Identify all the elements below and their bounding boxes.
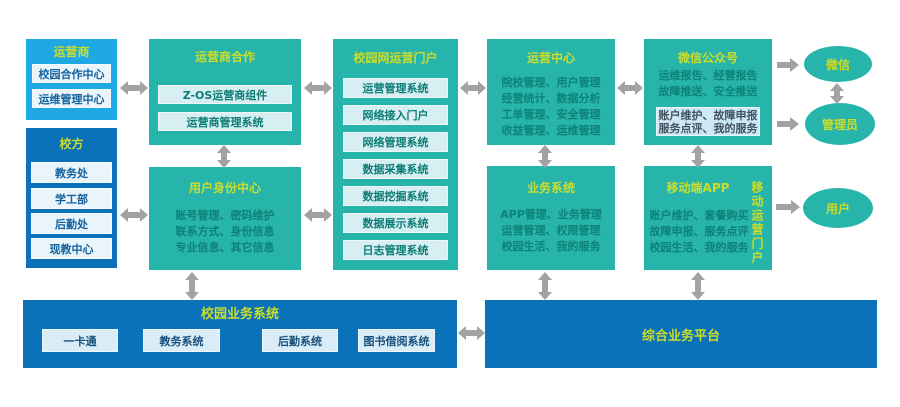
- node-op-center-lines: 院校管理、用户管理 经营统计、数据分析 工单管理、安全管理 收益管理、运维管理: [487, 75, 615, 139]
- node-campus-biz-title: 校园业务系统: [200, 307, 279, 322]
- node-campus-biz-item: 后勤系统: [262, 329, 338, 352]
- node-mobile-app-title: 移动端APP: [666, 181, 730, 195]
- double-arrow-icon: [538, 272, 552, 300]
- text-line: 校园生活、我的服务: [649, 241, 749, 254]
- node-op-center: 运营中心 院校管理、用户管理 经营统计、数据分析 工单管理、安全管理 收益管理、…: [487, 39, 615, 145]
- text-line: 专业信息、其它信息: [175, 241, 275, 254]
- node-school-item: 后勤处: [31, 213, 112, 234]
- node-user-identity: 用户身份中心 账号管理、密码维护 联系方式、身份信息 专业信息、其它信息: [149, 167, 301, 270]
- node-wechat-pub-lines: 运维报告、经营报告 故障推送、安全推送: [644, 68, 772, 100]
- double-arrow-icon: [458, 326, 485, 340]
- text-line: 院校管理、用户管理: [501, 76, 601, 89]
- node-portal-item: 日志管理系统: [343, 240, 448, 260]
- node-biz-system-lines: APP管理、业务管理 运营管理、权限管理 校园生活、我的服务: [487, 207, 615, 255]
- node-school-title: 校方: [59, 137, 84, 151]
- node-operator-title: 运营商: [53, 45, 90, 59]
- text-line: 故障申报、服务点评: [649, 225, 749, 238]
- node-school-item: 教务处: [31, 162, 112, 183]
- node-wechat-pub-title: 微信公众号: [677, 51, 738, 65]
- text-line: 账户维护、套餐购买: [649, 209, 749, 222]
- text-line: 工单管理、安全管理: [501, 108, 601, 121]
- text-line: 收益管理、运维管理: [501, 124, 601, 137]
- node-biz-system: 业务系统 APP管理、业务管理 运营管理、权限管理 校园生活、我的服务: [487, 166, 615, 270]
- node-portal-item: 数据展示系统: [343, 213, 448, 233]
- node-school-item: 学工部: [31, 188, 112, 209]
- node-campus-biz-item: 教务系统: [143, 329, 220, 352]
- node-school-item: 现教中心: [31, 238, 112, 259]
- node-operator-coop-title: 运营商合作: [194, 50, 255, 64]
- double-arrow-icon: [691, 272, 705, 300]
- node-user-identity-lines: 账号管理、密码维护 联系方式、身份信息 专业信息、其它信息: [149, 208, 301, 256]
- text-line: 账户维护、故障申报: [658, 109, 758, 122]
- node-school: 校方 教务处 学工部 后勤处 现教中心: [26, 128, 117, 268]
- double-arrow-icon: [185, 272, 199, 300]
- node-integrated-platform-title: 综合业务平台: [641, 328, 720, 344]
- node-portal-title: 校园网运营门户: [353, 51, 438, 65]
- node-user-identity-title: 用户身份中心: [188, 181, 261, 195]
- node-portal-item: 网络管理系统: [343, 132, 448, 152]
- double-arrow-icon: [460, 81, 486, 95]
- double-arrow-icon: [217, 145, 231, 168]
- double-arrow-icon: [691, 145, 705, 168]
- right-arrow-icon: [776, 200, 800, 214]
- node-operator: 运营商 校园合作中心 运维管理中心: [26, 39, 117, 120]
- actor-wechat-ellipse: 微信: [804, 46, 872, 82]
- double-arrow-icon: [304, 81, 332, 95]
- node-operator-coop-item: Z-OS运营商组件: [158, 85, 292, 104]
- text-line: 运维报告、经营报告: [658, 69, 758, 82]
- node-campus-biz-item: 图书借阅系统: [358, 329, 435, 352]
- node-mobile-app-lines: 账户维护、套餐购买 故障申报、服务点评 校园生活、我的服务: [644, 208, 754, 256]
- node-biz-system-title: 业务系统: [526, 181, 575, 195]
- right-arrow-icon: [777, 58, 799, 72]
- text-line: APP管理、业务管理: [500, 208, 602, 221]
- node-mobile-app-side-label: 移动运营门户: [750, 181, 764, 265]
- text-line: 校园生活、我的服务: [501, 240, 601, 253]
- node-op-center-title: 运营中心: [526, 51, 575, 65]
- double-arrow-icon: [830, 83, 844, 104]
- double-arrow-icon: [120, 208, 148, 222]
- double-arrow-icon: [538, 145, 552, 168]
- node-campus-biz-item: 一卡通: [42, 329, 118, 352]
- node-wechat-pub: 微信公众号 运维报告、经营报告 故障推送、安全推送 账户维护、故障申报 服务点评…: [644, 39, 772, 145]
- double-arrow-icon: [617, 81, 643, 95]
- text-line: 账号管理、密码维护: [175, 209, 275, 222]
- node-portal-item: 网络接入门户: [343, 105, 448, 125]
- text-line: 经营统计、数据分析: [501, 92, 601, 105]
- node-mobile-app: 移动端APP 账户维护、套餐购买 故障申报、服务点评 校园生活、我的服务 移动运…: [644, 166, 772, 270]
- text-line: 联系方式、身份信息: [175, 225, 275, 238]
- actor-user-ellipse: 用户: [803, 188, 873, 228]
- node-integrated-platform: 综合业务平台: [485, 300, 877, 368]
- actor-admin-ellipse: 管理员: [805, 103, 875, 145]
- node-operator-item: 校园合作中心: [32, 64, 111, 83]
- text-line: 运营管理、权限管理: [501, 224, 601, 237]
- text-line: 服务点评、我的服务: [658, 122, 758, 135]
- node-portal: 校园网运营门户 运营管理系统 网络接入门户 网络管理系统 数据采集系统 数据挖掘…: [333, 39, 458, 270]
- node-operator-coop: 运营商合作 Z-OS运营商组件 运营商管理系统: [149, 39, 301, 145]
- node-campus-biz: 校园业务系统 一卡通 教务系统 后勤系统 图书借阅系统: [23, 300, 457, 368]
- node-portal-item: 数据采集系统: [343, 159, 448, 179]
- text-line: 故障推送、安全推送: [658, 85, 758, 98]
- node-portal-item: 数据挖掘系统: [343, 186, 448, 206]
- double-arrow-icon: [304, 208, 332, 222]
- double-arrow-icon: [120, 81, 148, 95]
- right-arrow-icon: [777, 117, 799, 131]
- node-portal-item: 运营管理系统: [343, 78, 448, 98]
- node-operator-item: 运维管理中心: [32, 89, 111, 108]
- node-wechat-pub-panel: 账户维护、故障申报 服务点评、我的服务: [656, 107, 760, 136]
- node-operator-coop-item: 运营商管理系统: [158, 112, 292, 131]
